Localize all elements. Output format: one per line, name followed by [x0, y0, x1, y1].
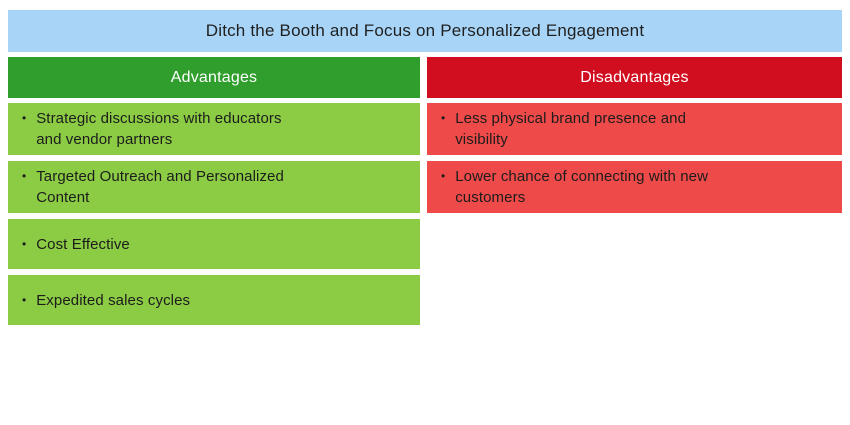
advantage-item-3: • Cost Effective: [8, 219, 420, 269]
disadvantage-item-1-text: Less physical brand presence and visibil…: [455, 110, 687, 148]
advantage-item-1: • Strategic discussions with educators a…: [8, 103, 420, 155]
advantage-item-4: • Expedited sales cycles: [8, 275, 420, 325]
advantage-item-4-text: Expedited sales cycles: [36, 291, 191, 309]
advantages-header-label: Advantages: [170, 68, 258, 86]
advantages-column: Advantages • Strategic discussions with …: [8, 57, 420, 331]
bullet-icon: •: [22, 292, 27, 307]
columns-container: Advantages • Strategic discussions with …: [8, 57, 842, 331]
disadvantages-header: Disadvantages: [427, 57, 842, 98]
disadvantages-header-label: Disadvantages: [580, 68, 689, 86]
title-bar: Ditch the Booth and Focus on Personalize…: [8, 10, 842, 52]
bullet-icon: •: [22, 236, 27, 251]
bullet-icon: •: [441, 111, 446, 125]
bullet-icon: •: [22, 111, 27, 125]
advantages-header: Advantages: [8, 57, 420, 98]
disadvantage-item-1: • Less physical brand presence and visib…: [427, 103, 842, 155]
advantage-item-2-text: Targeted Outreach and Personalized Conte…: [36, 168, 284, 206]
bullet-icon: •: [22, 169, 27, 183]
page-title: Ditch the Booth and Focus on Personalize…: [205, 21, 645, 40]
disadvantage-item-2: • Lower chance of connecting with new cu…: [427, 161, 842, 213]
bullet-icon: •: [441, 169, 446, 183]
disadvantage-item-2-text: Lower chance of connecting with new cust…: [455, 168, 709, 206]
advantage-item-1-text: Strategic discussions with educators and…: [36, 110, 282, 148]
advantage-item-3-text: Cost Effective: [36, 235, 130, 253]
advantage-item-2: • Targeted Outreach and Personalized Con…: [8, 161, 420, 213]
comparison-board: Ditch the Booth and Focus on Personalize…: [8, 10, 842, 331]
disadvantages-column: Disadvantages • Less physical brand pres…: [427, 57, 842, 331]
